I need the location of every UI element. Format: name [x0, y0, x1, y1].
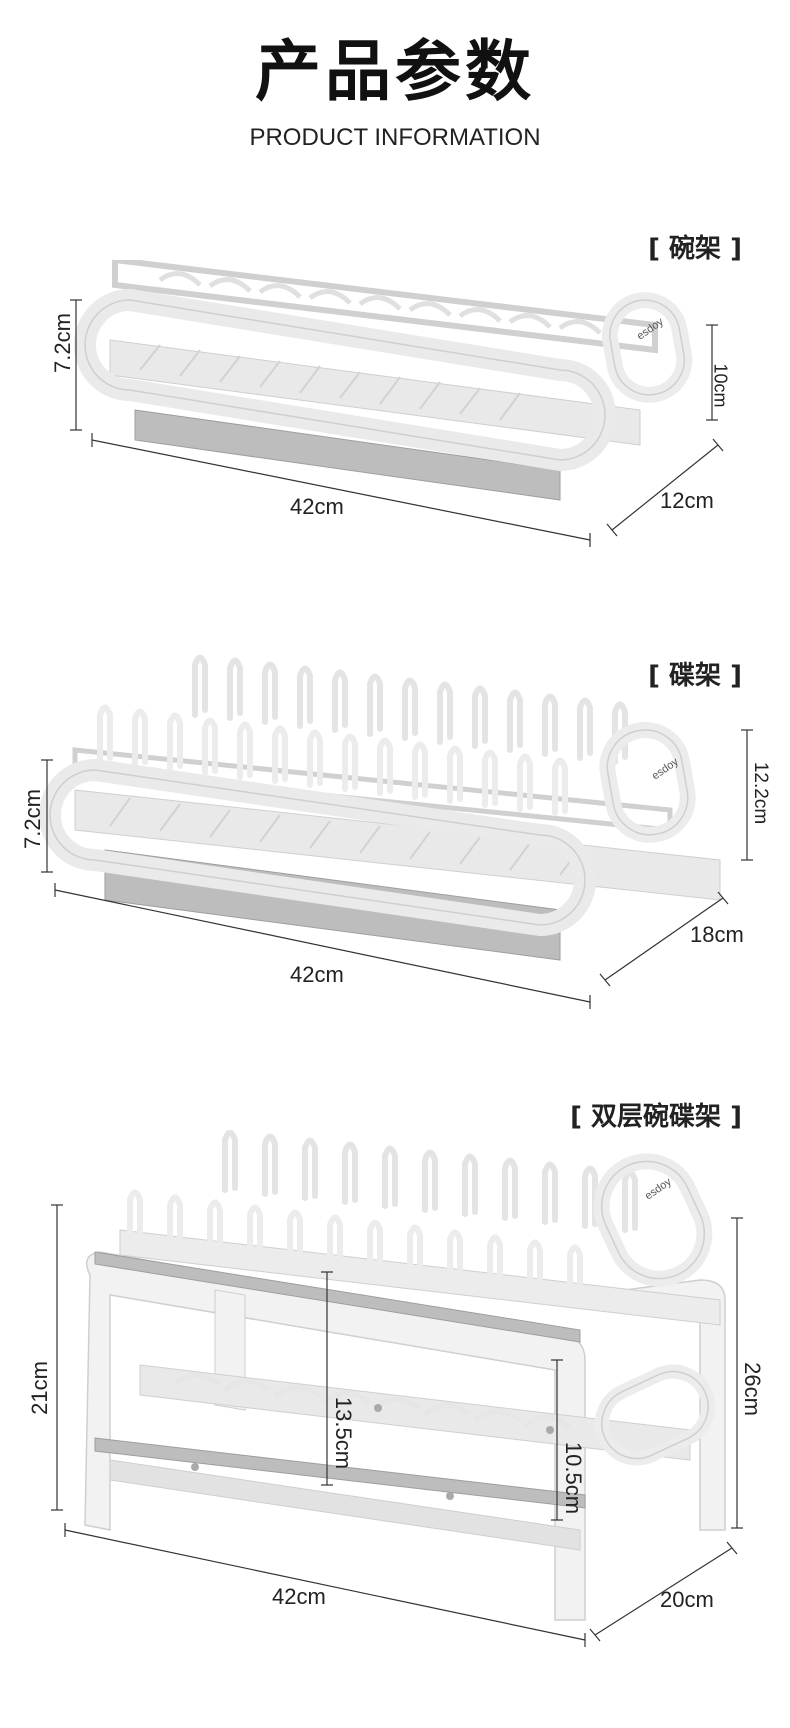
dim-depth: 12cm [660, 488, 714, 513]
dim-length: 42cm [290, 962, 344, 987]
dim-height-left: 7.2cm [20, 789, 45, 849]
product-label-plate-rack: [ 碟架 ] [648, 661, 742, 691]
page-title: 产品参数 [255, 33, 535, 110]
brand-logo: esdoy [643, 1176, 674, 1203]
dim-height-right: 26cm [740, 1362, 765, 1416]
bowl-rack-illustration: esdoy [70, 260, 724, 547]
brand-logo: esdoy [635, 316, 666, 343]
dim-inner-height-lower: 10.5cm [561, 1441, 586, 1515]
two-tier-rack-illustration: esdoy [51, 1130, 743, 1647]
plate-rack-illustration: esdoy [39, 654, 753, 1009]
dim-depth: 18cm [690, 922, 744, 947]
dim-depth: 20cm [660, 1587, 714, 1612]
product-label-two-tier-rack: [ 双层碗碟架 ] [570, 1102, 742, 1132]
product-label-bowl-rack: [ 碗架 ] [648, 234, 742, 264]
dim-height-right: 12.2cm [750, 761, 771, 825]
dim-length: 42cm [272, 1584, 326, 1609]
dim-inner-height-upper: 13.5cm [331, 1396, 356, 1470]
page-subtitle: PRODUCT INFORMATION [249, 124, 541, 151]
dim-height-left: 7.2cm [50, 313, 75, 373]
dim-height-right: 10cm [710, 363, 731, 408]
dim-length: 42cm [290, 494, 344, 519]
dim-height-left: 21cm [27, 1361, 52, 1415]
